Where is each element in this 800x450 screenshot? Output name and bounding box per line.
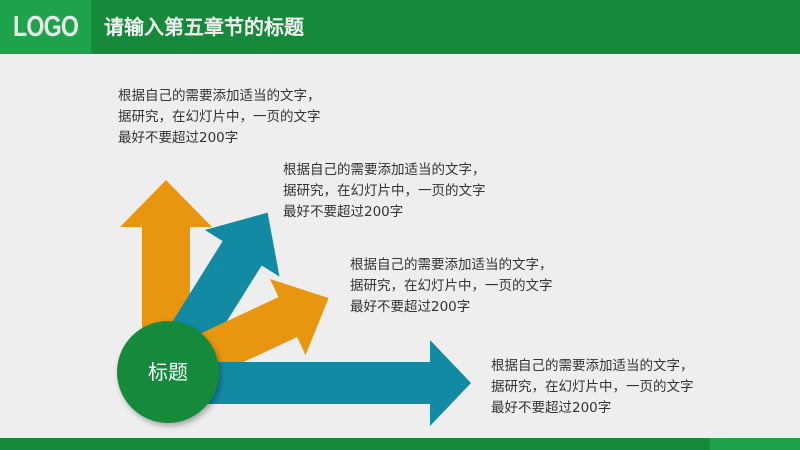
text-line: 最好不要超过200字 (491, 400, 612, 416)
header-bar: LOGO 请输入第五章节的标题 (0, 0, 800, 54)
footer-bar (0, 438, 800, 450)
text-block-1: 根据自己的需要添加适当的文字， 据研究，在幻灯片中，一页的文字 最好不要超过20… (118, 86, 321, 149)
text-line: 最好不要超过200字 (118, 130, 239, 146)
text-block-2: 根据自己的需要添加适当的文字， 据研究，在幻灯片中，一页的文字 最好不要超过20… (283, 160, 486, 223)
text-line: 据研究，在幻灯片中，一页的文字 (350, 278, 553, 294)
text-line: 根据自己的需要添加适当的文字， (118, 88, 321, 104)
text-line: 根据自己的需要添加适当的文字， (491, 358, 694, 374)
text-block-3: 根据自己的需要添加适当的文字， 据研究，在幻灯片中，一页的文字 最好不要超过20… (350, 255, 553, 318)
arrow-right (167, 340, 471, 426)
text-block-4: 根据自己的需要添加适当的文字， 据研究，在幻灯片中，一页的文字 最好不要超过20… (491, 356, 694, 419)
page-title: 请输入第五章节的标题 (104, 15, 304, 39)
center-label: 标题 (148, 360, 188, 384)
text-line: 根据自己的需要添加适当的文字， (283, 162, 486, 178)
footer-accent (710, 438, 800, 450)
center-circle (117, 321, 219, 423)
logo: LOGO (0, 0, 92, 54)
text-line: 据研究，在幻灯片中，一页的文字 (491, 379, 694, 395)
text-line: 最好不要超过200字 (283, 204, 404, 220)
text-line: 最好不要超过200字 (350, 299, 471, 315)
text-line: 根据自己的需要添加适当的文字， (350, 257, 553, 273)
text-line: 据研究，在幻灯片中，一页的文字 (283, 183, 486, 199)
text-line: 据研究，在幻灯片中，一页的文字 (118, 109, 321, 125)
